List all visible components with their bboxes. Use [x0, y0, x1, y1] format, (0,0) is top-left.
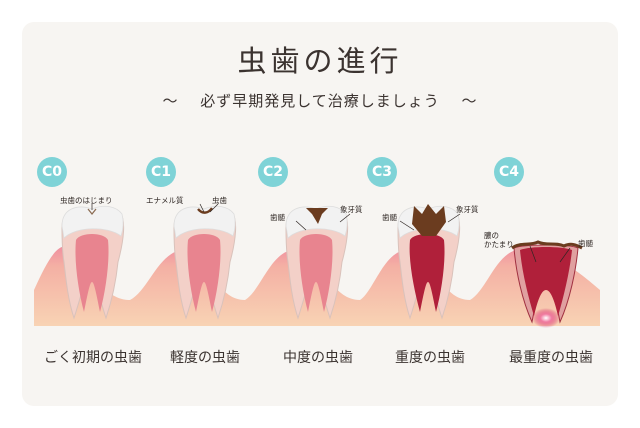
- annotation-c3-pulp: 歯髄: [382, 212, 397, 222]
- annotation-c4-pus-line2: かたまり: [484, 240, 514, 249]
- stage-badge-c1: C1: [146, 157, 176, 187]
- stage-badge-c4: C4: [494, 157, 524, 187]
- tooth-c3: [397, 204, 461, 320]
- annotation-c0-decay-start: 虫歯のはじまり: [60, 195, 113, 205]
- stage-badge-c0: C0: [37, 157, 67, 187]
- annotation-c2-dentin: 象牙質: [340, 204, 363, 214]
- annotation-c3-dentin: 象牙質: [456, 204, 479, 214]
- annotation-c4-pus-line1: 膿の: [484, 230, 499, 240]
- annotation-c2-pulp: 歯髄: [270, 212, 285, 222]
- page-subtitle: ～ 必ず早期発見して治療しましょう ～: [162, 92, 478, 110]
- annotation-c1-decay: 虫歯: [212, 195, 227, 205]
- stage-label-c1: 軽度の虫歯: [170, 350, 240, 366]
- annotation-c1-enamel: エナメル質: [146, 195, 184, 205]
- tooth-c0: [61, 205, 125, 320]
- annotation-lines: [91, 203, 571, 263]
- stage-badge-c3: C3: [367, 157, 397, 187]
- page-title: 虫歯の進行: [237, 44, 403, 78]
- stage-label-c3: 重度の虫歯: [395, 350, 465, 366]
- stage-label-c4: 最重度の虫歯: [509, 350, 593, 366]
- stage-label-c0: ごく初期の虫歯: [44, 350, 142, 366]
- tooth-c4: [511, 240, 583, 328]
- gum: [34, 246, 600, 326]
- stage-label-c2: 中度の虫歯: [283, 350, 353, 366]
- tooth-c1: [173, 205, 237, 320]
- tooth-c2: [285, 205, 349, 320]
- stage-badge-c2: C2: [258, 157, 288, 187]
- annotation-c4-pulp: 歯髄: [578, 238, 593, 248]
